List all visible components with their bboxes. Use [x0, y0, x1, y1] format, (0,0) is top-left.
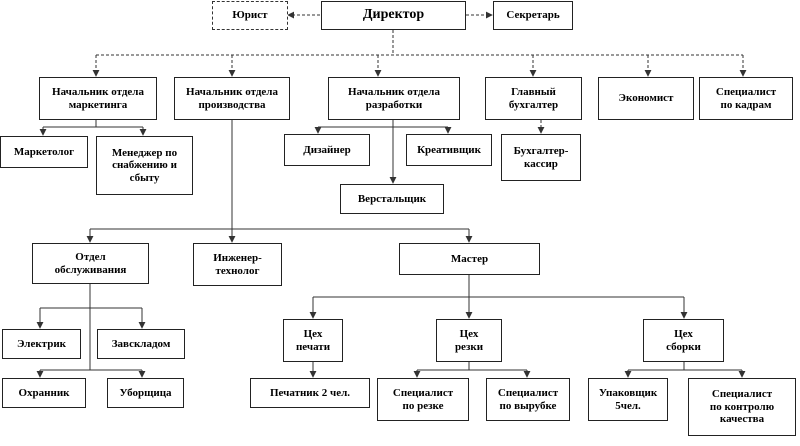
node-cutting-shop: Цех резки — [436, 319, 502, 362]
node-master: Мастер — [399, 243, 540, 275]
node-head-marketing: Начальник отдела маркетинга — [39, 77, 157, 120]
node-chief-accountant: Главный бухгалтер — [485, 77, 582, 120]
node-cutting-specialist: Специалист по резке — [377, 378, 469, 421]
node-cleaner: Уборщица — [107, 378, 184, 408]
node-warehouse-manager: Завскладом — [97, 329, 185, 359]
node-guard: Охранник — [2, 378, 86, 408]
node-lawyer: Юрист — [212, 1, 288, 30]
node-designer: Дизайнер — [284, 134, 370, 166]
node-economist: Экономист — [598, 77, 694, 120]
node-electrician: Электрик — [2, 329, 81, 359]
node-supply-manager: Менеджер по снабжению и сбыту — [96, 136, 193, 195]
node-head-development: Начальник отдела разработки — [328, 77, 460, 120]
node-qc-specialist: Специалист по контролю качества — [688, 378, 796, 436]
node-hr-specialist: Специалист по кадрам — [699, 77, 793, 120]
node-secretary: Секретарь — [493, 1, 573, 30]
node-engineer: Инженер- технолог — [193, 243, 282, 286]
node-creative: Креативщик — [406, 134, 492, 166]
node-accountant-cashier: Бухгалтер- кассир — [501, 134, 581, 181]
node-marketer: Маркетолог — [0, 136, 88, 168]
node-printer: Печатник 2 чел. — [250, 378, 370, 408]
node-director: Директор — [321, 1, 466, 30]
node-packer: Упаковщик 5чел. — [588, 378, 668, 421]
node-print-shop: Цех печати — [283, 319, 343, 362]
node-die-cutting-specialist: Специалист по вырубке — [486, 378, 570, 421]
node-service-dept: Отдел обслуживания — [32, 243, 149, 284]
node-assembly-shop: Цех сборки — [643, 319, 724, 362]
node-layout-designer: Верстальщик — [340, 184, 444, 214]
node-head-production: Начальник отдела производства — [174, 77, 290, 120]
